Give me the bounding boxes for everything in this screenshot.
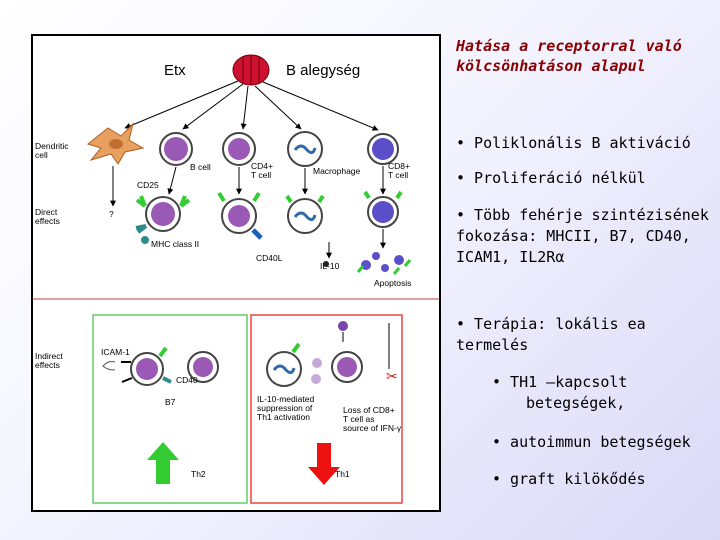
- il10-mediated-label: IL-10-mediated suppression of Th1 activa…: [257, 394, 315, 422]
- cd4-t-cell-label: CD4+ T cell: [251, 161, 273, 180]
- t-cell-th2-icon: [187, 351, 219, 383]
- il10-small-icon: [338, 321, 348, 342]
- sub-th1-a: • TH1 –kapcsolt: [492, 373, 628, 391]
- cd4-t-cell-activated-icon: [217, 191, 263, 240]
- toxin-arrows: [124, 80, 379, 131]
- th1-down-arrow: [308, 443, 340, 485]
- b-cell-activated-icon: [135, 195, 191, 234]
- th1-box: [250, 314, 403, 504]
- diagram-panel: ✂ Etx B alegység Dendritic cell CD25 Dir…: [31, 34, 441, 512]
- cd25-label: CD25: [137, 180, 159, 190]
- icam1-label: ICAM-1: [101, 347, 130, 357]
- cd40-label: CD40: [176, 375, 198, 385]
- mhc-class-ii-label: MHC class II: [151, 239, 200, 249]
- b-cell-icon: [159, 132, 193, 166]
- cd8-t-cell-apoptotic-icon: [356, 190, 412, 275]
- cd8-t-cell-icon: [367, 133, 399, 165]
- bullet-proliferation: • Proliferáció nélkül: [456, 169, 646, 187]
- indirect-effects-label: Indirect effects: [35, 351, 63, 370]
- macrophage-icon: [287, 131, 323, 167]
- b7-label: B7: [165, 397, 176, 407]
- b-subunit-label: B alegység: [286, 62, 361, 79]
- macrophage-label: Macrophage: [313, 166, 361, 176]
- bullet-protein-synthesis: • Több fehérje szintézisének fokozása: M…: [456, 206, 709, 266]
- th1-label: Th1: [335, 469, 350, 479]
- th2-box: [92, 314, 248, 504]
- t-cell-th1-icon: [311, 351, 363, 384]
- loss-cd8-label: Loss of CD8+ T cell as source of IFN-γ: [343, 405, 402, 433]
- bullet-polyclonal: • Poliklonális B aktiváció: [456, 134, 691, 152]
- cd4-t-cell-icon: [222, 132, 256, 166]
- macrophage-activated-icon: [285, 194, 325, 234]
- question-mark-label: ?: [109, 209, 114, 219]
- bullet-therapy: • Terápia: lokális ea termelés: [456, 315, 646, 354]
- macrophage-th1-icon: [266, 342, 302, 387]
- cd8-t-cell-label: CD8+ T cell: [388, 161, 410, 180]
- sub-autoimmune: • autoimmun betegségek: [492, 433, 691, 451]
- heading: Hatása a receptorral való kölcsönhatáson…: [456, 37, 682, 75]
- apoptosis-label: Apoptosis: [374, 278, 412, 288]
- direct-effects-label: Direct effects: [35, 207, 60, 226]
- b-cell-label: B cell: [190, 162, 211, 172]
- th2-up-arrow: [147, 442, 179, 484]
- apc-cell-icon: [121, 346, 172, 386]
- diagram-graphic: ✂: [33, 54, 439, 504]
- cd40l-label: CD40L: [256, 253, 283, 263]
- toxin-icon: [232, 54, 270, 86]
- scissors-icon: ✂: [386, 368, 398, 384]
- dendritic-cell-label: Dendritic cell: [35, 141, 69, 160]
- sub-graft: • graft kilökődés: [492, 470, 646, 488]
- il10-label: IL-10: [320, 261, 340, 271]
- row2-arrows: [110, 166, 386, 207]
- dendritic-cell-icon: [86, 122, 145, 165]
- sub-th1-b: betegségek,: [526, 394, 626, 412]
- th2-label: Th2: [191, 469, 206, 479]
- etx-label: Etx: [164, 62, 186, 79]
